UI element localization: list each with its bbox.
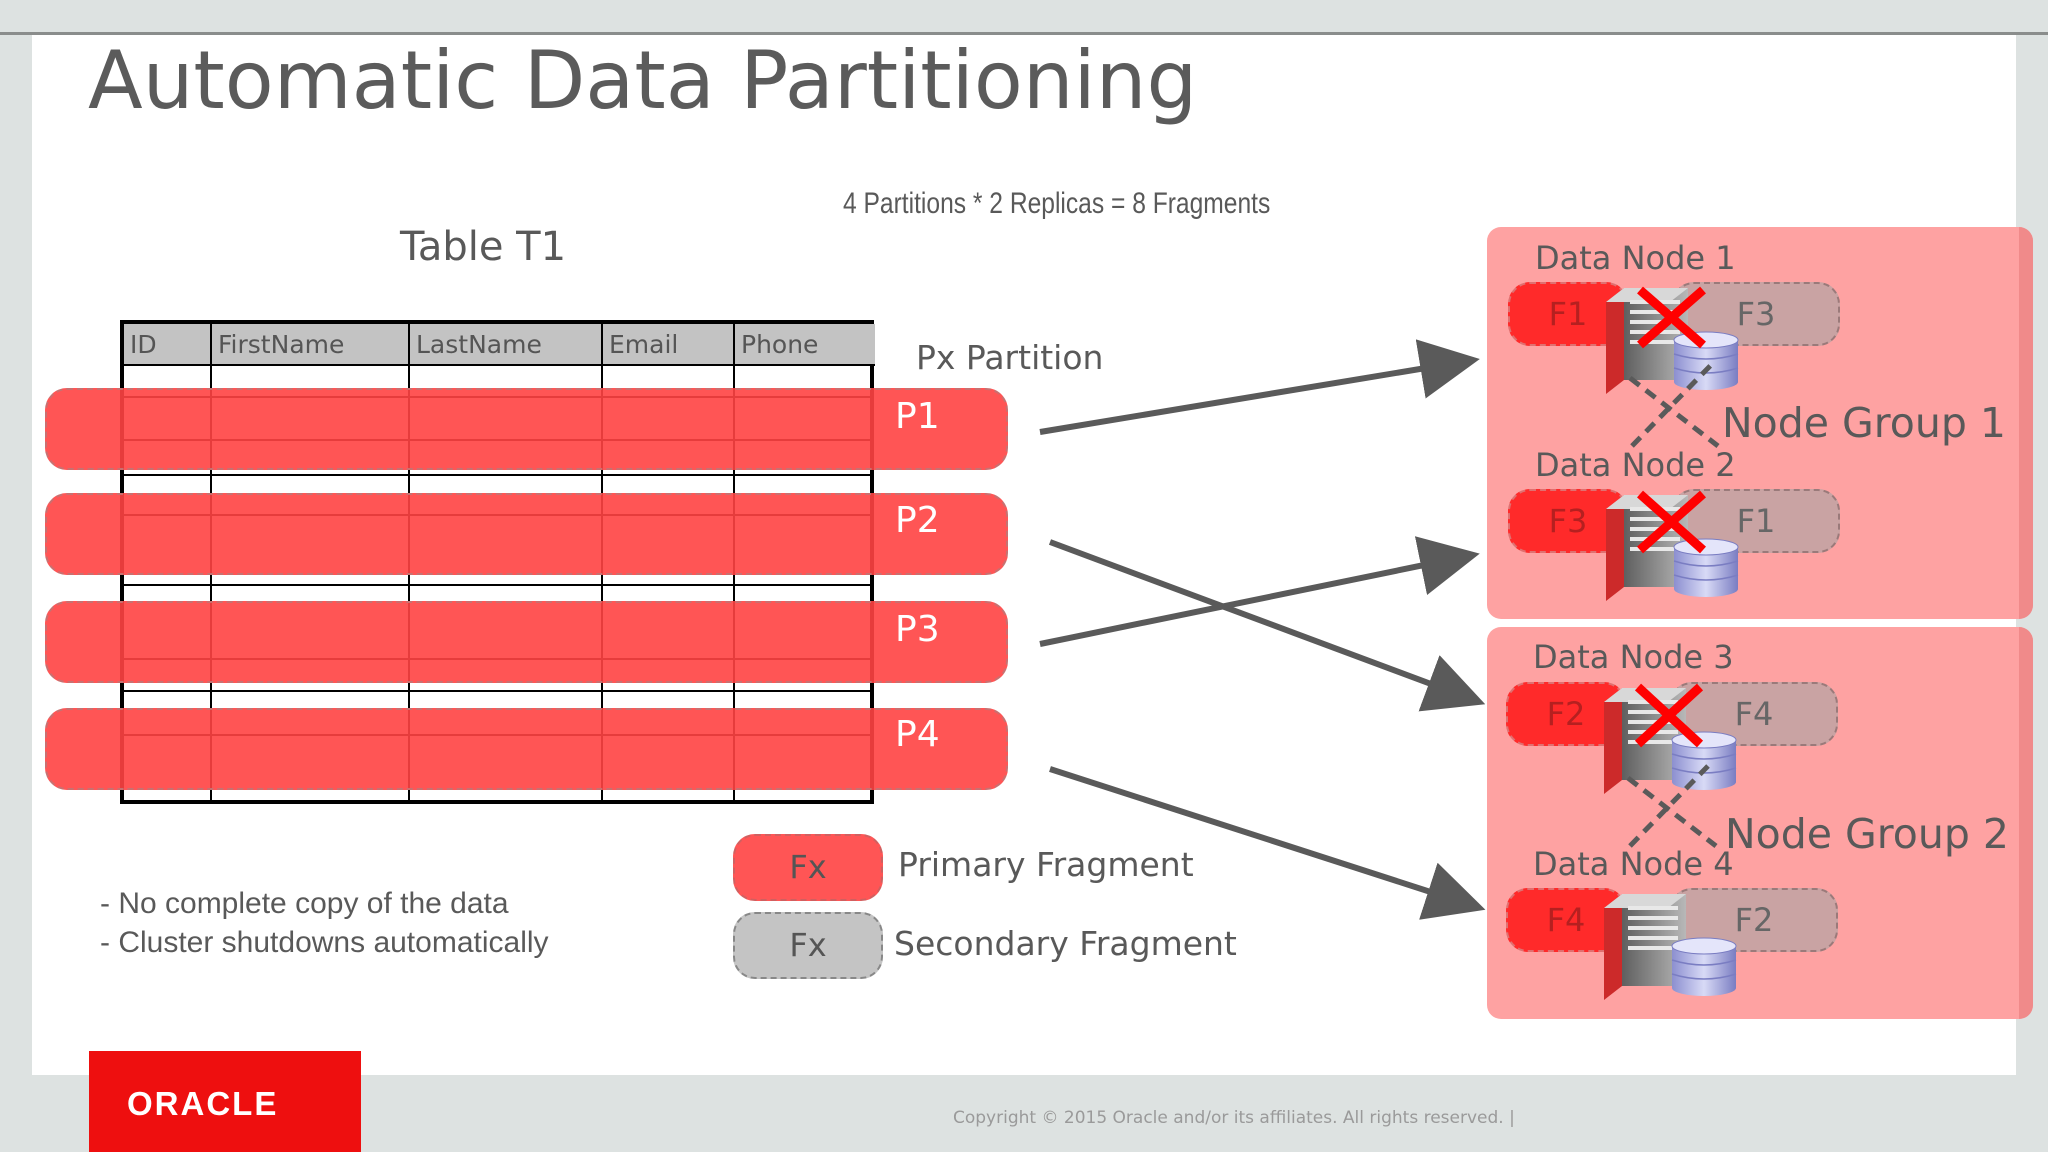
data-node-1-primary-fragment: F1: [1508, 282, 1628, 346]
data-node-3-label: Data Node 3: [1533, 638, 1734, 676]
column-header-id: ID: [124, 324, 212, 366]
partition-label-p4: P4: [895, 714, 940, 755]
note-item: - Cluster shutdowns automatically: [100, 926, 549, 959]
legend-secondary-swatch: Fx: [733, 912, 883, 979]
data-node-1-secondary-fragment: F3: [1672, 282, 1840, 346]
grid-row-divider: [124, 690, 870, 692]
legend-primary-label: Primary Fragment: [898, 845, 1194, 884]
node-group-1-label: Node Group 1: [1722, 399, 2006, 447]
column-header-firstname: FirstName: [212, 324, 410, 366]
legend-secondary-label: Secondary Fragment: [894, 924, 1237, 963]
partition-label-p3: P3: [895, 609, 940, 650]
oracle-logo: ORACLE: [89, 1051, 361, 1152]
legend-primary-swatch: Fx: [733, 834, 883, 901]
column-header-email: Email: [603, 324, 735, 366]
data-node-3-secondary-fragment: F4: [1670, 682, 1838, 746]
note-item: - No complete copy of the data: [100, 887, 509, 920]
partition-label-p2: P2: [895, 500, 940, 541]
partition-column-label: Px Partition: [916, 338, 1104, 377]
data-node-2-secondary-fragment: F1: [1672, 489, 1840, 553]
copyright-notice: Copyright © 2015 Oracle and/or its affil…: [953, 1108, 1515, 1128]
notes-list: - No complete copy of the data - Cluster…: [100, 884, 549, 962]
top-rule: [0, 32, 2048, 35]
data-node-1-label: Data Node 1: [1535, 239, 1736, 277]
partition-label-p1: P1: [895, 396, 940, 437]
data-node-2-primary-fragment: F3: [1508, 489, 1628, 553]
oracle-logo-text: ORACLE: [127, 1085, 279, 1122]
column-header-phone: Phone: [735, 324, 875, 366]
data-node-2-label: Data Node 2: [1535, 446, 1736, 484]
column-header-lastname: LastName: [410, 324, 603, 366]
partition-band-p3: [45, 601, 1008, 683]
data-node-4-label: Data Node 4: [1533, 845, 1734, 883]
partition-band-p1: [45, 388, 1008, 470]
grid-row-divider: [124, 584, 870, 586]
data-node-3-primary-fragment: F2: [1506, 682, 1626, 746]
node-group-2-label: Node Group 2: [1725, 810, 2009, 858]
data-node-4-primary-fragment: F4: [1506, 888, 1626, 952]
partition-band-p4: [45, 708, 1008, 790]
fragment-formula: 4 Partitions * 2 Replicas = 8 Fragments: [843, 187, 1271, 220]
partition-band-p2: [45, 493, 1008, 575]
table-title: Table T1: [400, 224, 567, 270]
grid-row-divider: [124, 474, 870, 476]
slide-title: Automatic Data Partitioning: [88, 34, 1198, 127]
data-node-4-secondary-fragment: F2: [1670, 888, 1838, 952]
